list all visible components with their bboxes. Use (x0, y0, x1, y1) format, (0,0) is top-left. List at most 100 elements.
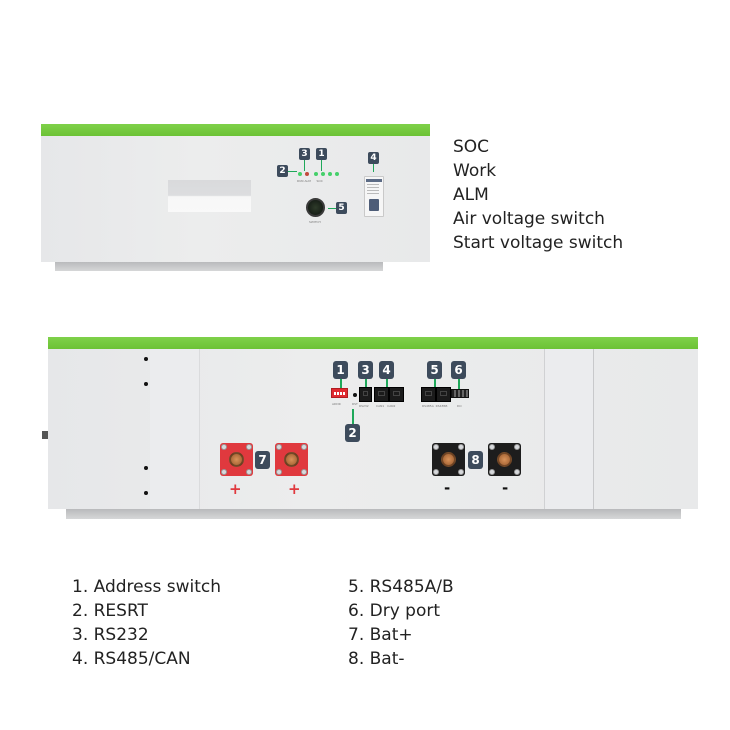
breaker-lever[interactable] (369, 199, 379, 211)
rear-view-battery: 1 ADDR RST 2 3 RS232 4 CAN1 CAN2 5 RS485… (42, 337, 698, 521)
rs232-label: RS232 (359, 404, 369, 408)
legend-air-voltage-switch: Air voltage switch (453, 209, 605, 229)
bolt (301, 444, 307, 450)
callout-leader-3 (365, 379, 367, 387)
callout-badge-1: 1 (333, 361, 348, 379)
can1-port[interactable] (374, 387, 389, 402)
callout-leader-5 (434, 379, 436, 387)
callout-badge-3: 3 (299, 148, 310, 160)
front-legend: SOC Work ALM Air voltage switch Start vo… (453, 135, 623, 255)
led-labels: RUN ALM SOC (297, 179, 323, 183)
legend-start-voltage-switch: Start voltage switch (453, 233, 624, 253)
callout-badge-2: 2 (277, 165, 288, 177)
minus-sign-2: - (502, 479, 509, 497)
soc-led-1 (314, 172, 318, 176)
callout-badge-5: 5 (336, 202, 347, 214)
bolt (276, 469, 282, 475)
bolt (458, 444, 464, 450)
alm-led (305, 172, 309, 176)
bolt (433, 444, 439, 450)
do-label: DO (457, 404, 462, 408)
parts-item-6: 6. Dry port (348, 601, 441, 621)
screw (144, 491, 148, 495)
bat-plus-terminal-1[interactable] (220, 443, 253, 476)
rs232-port[interactable] (359, 387, 372, 402)
minus-sign-1: - (444, 479, 451, 497)
callout-leader-5 (328, 208, 336, 209)
plus-sign-2: + (288, 480, 301, 498)
start-voltage-switch[interactable] (306, 198, 325, 217)
legend-work: Work (453, 161, 497, 181)
bolt (433, 469, 439, 475)
callout-leader-3 (304, 160, 305, 171)
legend-soc: SOC (453, 137, 490, 157)
terminal-core (441, 452, 456, 467)
front-view-battery: RUN ALM SOC 2 3 1 SWITCH 5 4 (41, 124, 430, 274)
callout-badge-4: 4 (379, 361, 394, 379)
switch-label: SWITCH (309, 220, 321, 224)
callout-badge-5: 5 (427, 361, 442, 379)
callout-badge-1: 1 (316, 148, 327, 160)
address-switch[interactable] (331, 388, 348, 398)
terminal-core (284, 452, 299, 467)
terminal-core (497, 452, 512, 467)
bolt (301, 469, 307, 475)
parts-list-right: 5. RS485A/B 6. Dry port 7. Bat+ 8. Bat- (348, 575, 454, 671)
callout-leader-6 (458, 379, 460, 389)
left-side-latch (42, 431, 48, 439)
soc-led-3 (328, 172, 332, 176)
air-voltage-switch[interactable] (364, 176, 384, 217)
rst-label: RST (352, 402, 358, 406)
rs485a-port[interactable] (421, 387, 436, 402)
bolt (276, 444, 282, 450)
callout-leader-1 (340, 379, 342, 388)
bolt (221, 469, 227, 475)
callout-badge-3: 3 (358, 361, 373, 379)
legend-alm: ALM (453, 185, 489, 205)
bat-minus-terminal-2[interactable] (488, 443, 521, 476)
front-base (55, 262, 383, 271)
dry-port[interactable] (451, 389, 469, 398)
breaker-label-strip (366, 179, 382, 182)
bolt (514, 444, 520, 450)
callout-leader-2 (288, 171, 297, 172)
left-handle-section (150, 349, 200, 509)
callout-leader-2 (352, 409, 354, 424)
rs485-labels: RS485A RS485B (422, 404, 448, 408)
can-labels: CAN1 CAN2 (376, 404, 396, 408)
can2-port[interactable] (389, 387, 404, 402)
reset-button[interactable] (353, 393, 357, 397)
screw (144, 357, 148, 361)
bat-plus-terminal-2[interactable] (275, 443, 308, 476)
parts-item-5: 5. RS485A/B (348, 577, 454, 597)
bolt (489, 469, 495, 475)
rear-panel (48, 349, 698, 509)
right-handle-section (544, 349, 594, 509)
callout-badge-8: 8 (468, 451, 483, 469)
bolt (246, 444, 252, 450)
parts-item-8: 8. Bat- (348, 649, 405, 669)
parts-item-4: 4. RS485/CAN (72, 649, 191, 669)
callout-badge-4: 4 (368, 152, 379, 164)
terminal-core (229, 452, 244, 467)
bolt (221, 444, 227, 450)
rear-base (66, 509, 681, 519)
soc-led-2 (321, 172, 325, 176)
callout-leader-1 (321, 160, 322, 171)
parts-list-left: 1. Address switch 2. RESRT 3. RS232 4. R… (72, 575, 221, 671)
parts-item-3: 3. RS232 (72, 625, 149, 645)
callout-leader-4 (373, 164, 374, 172)
callout-leader-4 (386, 379, 388, 387)
dip-toggles (334, 392, 346, 395)
work-led (298, 172, 302, 176)
bolt (489, 444, 495, 450)
callout-badge-6: 6 (451, 361, 466, 379)
bat-minus-terminal-1[interactable] (432, 443, 465, 476)
front-top-green-trim (41, 124, 430, 136)
callout-badge-2: 2 (345, 424, 360, 442)
bolt (458, 469, 464, 475)
rear-top-green-trim (48, 337, 698, 349)
parts-item-2: 2. RESRT (72, 601, 148, 621)
rs485b-port[interactable] (436, 387, 451, 402)
callout-badge-7: 7 (255, 451, 270, 469)
